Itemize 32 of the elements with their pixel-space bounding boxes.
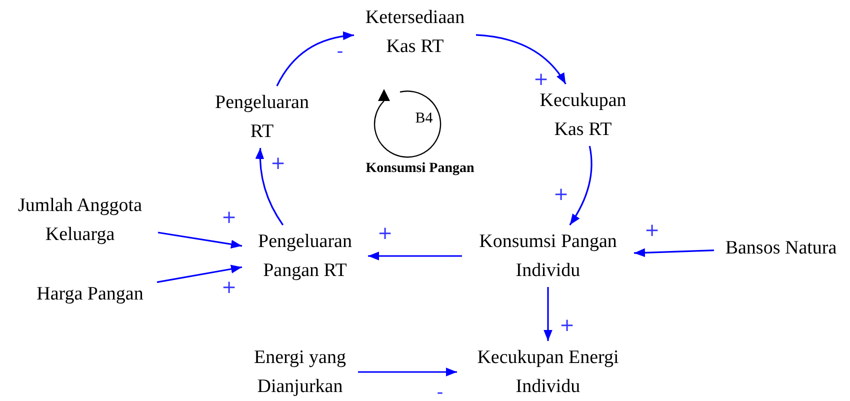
- polarity-sign: +: [221, 279, 237, 297]
- variable-label: Bansos Natura: [716, 234, 846, 262]
- causal-link-arrow: [569, 146, 592, 226]
- causal-link-arrow: [276, 32, 354, 86]
- causal-link-arrow: [358, 368, 457, 376]
- variable-label: Pengeluaran RT: [208, 88, 316, 146]
- causal-link-arrow: [544, 287, 552, 341]
- causal-link-arrow: [256, 148, 284, 226]
- polarity-sign: +: [270, 155, 286, 173]
- causal-link-arrow: [368, 252, 462, 260]
- loop-label: B4: [415, 112, 433, 126]
- polarity-sign: -: [336, 43, 344, 61]
- variable-label: Jumlah Anggota Keluarga: [4, 191, 156, 249]
- variable-label: Energi yang Dianjurkan: [244, 343, 356, 401]
- variable-label: Harga Pangan: [25, 280, 155, 308]
- causal-link-arrow: [156, 264, 242, 283]
- variable-label: Kecukupan Energi Individu: [459, 343, 637, 401]
- causal-link-arrow: [476, 34, 566, 84]
- variable-label: Kecukupan Kas RT: [529, 86, 637, 144]
- causal-link-arrow: [634, 248, 714, 258]
- polarity-sign: +: [533, 71, 549, 89]
- variable-label: Ketersediaan Kas RT: [356, 3, 474, 61]
- variable-label: Konsumsi Pangan Individu: [464, 227, 632, 285]
- polarity-sign: +: [377, 225, 393, 243]
- polarity-sign: +: [221, 209, 237, 227]
- variable-label: Pengeluaran Pangan RT: [244, 227, 366, 285]
- polarity-sign: -: [436, 384, 444, 401]
- loop-name: Konsumsi Pangan: [366, 162, 474, 176]
- polarity-sign: +: [559, 317, 575, 335]
- polarity-sign: +: [553, 186, 569, 204]
- causal-link-arrow: [158, 232, 242, 249]
- polarity-sign: +: [644, 222, 660, 240]
